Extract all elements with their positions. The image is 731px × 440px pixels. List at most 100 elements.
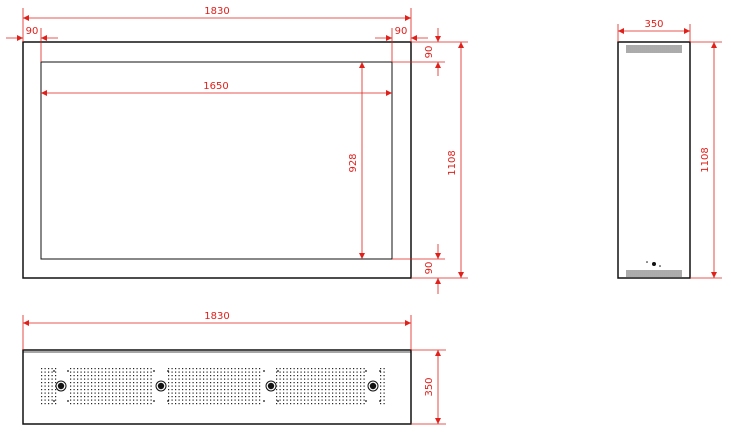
vent-hole	[178, 385, 180, 387]
vent-hole	[311, 375, 313, 377]
vent-hole	[55, 371, 57, 373]
vent-hole	[51, 382, 53, 384]
vent-hole	[297, 371, 299, 373]
vent-hole	[41, 399, 43, 401]
vent-hole	[363, 392, 365, 394]
vent-hole	[300, 389, 302, 391]
vent-hole	[94, 375, 96, 377]
vent-hole	[383, 382, 385, 384]
vent-hole	[150, 403, 152, 405]
vent-hole	[252, 399, 254, 401]
vent-hole	[203, 375, 205, 377]
vent-hole	[304, 396, 306, 398]
vent-hole	[98, 389, 100, 391]
vent-hole	[91, 375, 93, 377]
vent-hole	[80, 385, 82, 387]
vent-hole	[259, 392, 261, 394]
vent-hole	[168, 403, 170, 405]
vent-hole	[227, 371, 229, 373]
mounting-screw	[153, 370, 155, 372]
vent-hole	[356, 375, 358, 377]
vent-hole	[192, 385, 194, 387]
front-height-label: 1108	[447, 150, 458, 175]
vent-hole	[108, 403, 110, 405]
vent-hole	[94, 389, 96, 391]
vent-hole	[140, 392, 142, 394]
vent-hole	[147, 382, 149, 384]
vent-hole	[380, 375, 382, 377]
vent-hole	[196, 396, 198, 398]
vent-hole	[279, 396, 281, 398]
vent-hole	[328, 392, 330, 394]
vent-hole	[339, 385, 341, 387]
vent-hole	[227, 399, 229, 401]
vent-hole	[217, 399, 219, 401]
vent-hole	[196, 399, 198, 401]
vent-hole	[349, 403, 351, 405]
vent-hole	[259, 385, 261, 387]
vent-hole	[199, 375, 201, 377]
vent-hole	[339, 378, 341, 380]
vent-hole	[286, 385, 288, 387]
vent-hole	[87, 392, 89, 394]
vent-hole	[342, 371, 344, 373]
vent-hole	[300, 399, 302, 401]
vent-hole	[245, 396, 247, 398]
vent-hole	[189, 399, 191, 401]
vent-hole	[73, 389, 75, 391]
vent-hole	[108, 385, 110, 387]
vent-hole	[252, 392, 254, 394]
vent-hole	[325, 396, 327, 398]
vent-hole	[245, 385, 247, 387]
vent-hole	[192, 399, 194, 401]
vent-hole	[175, 396, 177, 398]
vent-hole	[105, 368, 107, 370]
vent-hole	[87, 403, 89, 405]
vent-hole	[293, 382, 295, 384]
vent-hole	[73, 368, 75, 370]
vent-hole	[234, 392, 236, 394]
side-top-vent	[626, 45, 682, 53]
vent-hole	[192, 378, 194, 380]
right-border-dimension	[375, 28, 428, 62]
vent-hole	[383, 389, 385, 391]
vent-hole	[168, 382, 170, 384]
vent-hole	[380, 368, 382, 370]
vent-hole	[252, 389, 254, 391]
vent-hole	[227, 403, 229, 405]
vent-hole	[356, 392, 358, 394]
vent-hole	[143, 399, 145, 401]
vent-hole	[231, 385, 233, 387]
vent-hole	[300, 378, 302, 380]
vent-hole	[136, 375, 138, 377]
vent-hole	[332, 382, 334, 384]
vent-hole	[259, 382, 261, 384]
vent-hole	[213, 389, 215, 391]
vent-hole	[192, 368, 194, 370]
vent-hole	[80, 368, 82, 370]
vent-hole	[122, 378, 124, 380]
vent-hole	[245, 389, 247, 391]
mounting-screw	[263, 400, 265, 402]
vent-hole	[297, 392, 299, 394]
vent-hole	[108, 396, 110, 398]
vent-hole	[147, 396, 149, 398]
vent-hole	[241, 368, 243, 370]
vent-hole	[196, 368, 198, 370]
vent-hole	[328, 389, 330, 391]
vent-hole	[380, 399, 382, 401]
vent-hole	[238, 403, 240, 405]
vent-hole	[220, 371, 222, 373]
vent-hole	[55, 399, 57, 401]
vent-hole	[290, 396, 292, 398]
vent-hole	[238, 382, 240, 384]
vent-hole	[311, 385, 313, 387]
vent-hole	[175, 375, 177, 377]
bottom-border-label: 90	[424, 262, 435, 275]
vent-hole	[217, 385, 219, 387]
vent-hole	[307, 389, 309, 391]
vent-hole	[220, 396, 222, 398]
vent-hole	[213, 399, 215, 401]
vent-hole	[171, 382, 173, 384]
vent-hole	[122, 389, 124, 391]
